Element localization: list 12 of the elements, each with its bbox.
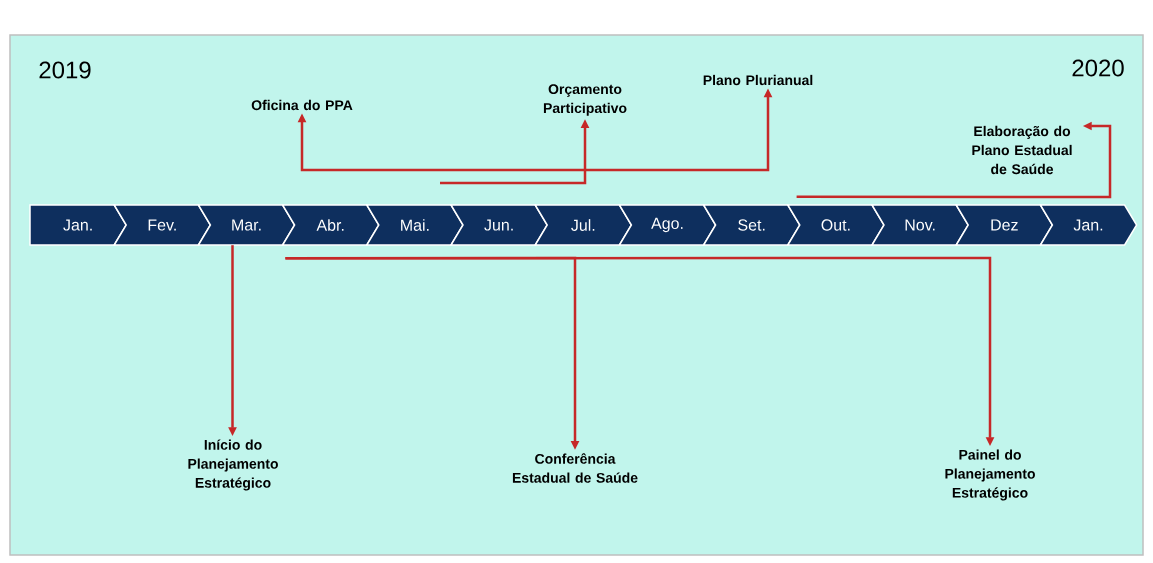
event-label: Painel do Planejamento Estratégico	[945, 449, 1035, 501]
year-label: 2019	[39, 61, 91, 79]
year-label: 2020	[1072, 59, 1124, 77]
node-label: Jan.	[1073, 219, 1103, 231]
event-label: Conferência Estadual de Saúde	[512, 453, 638, 483]
event-label: Oficina do PPA	[251, 99, 353, 111]
timeline-segment: Jan.	[29, 204, 128, 246]
event-label: Elaboração do Plano Estadual de Saúde	[972, 125, 1072, 175]
timeline-segment: Jan.	[1039, 204, 1138, 246]
event-label: Início do Planejamento Estratégico	[188, 439, 278, 491]
event-label: Plano Plurianual	[703, 74, 813, 86]
event-label: Orçamento Participativo	[543, 84, 627, 116]
